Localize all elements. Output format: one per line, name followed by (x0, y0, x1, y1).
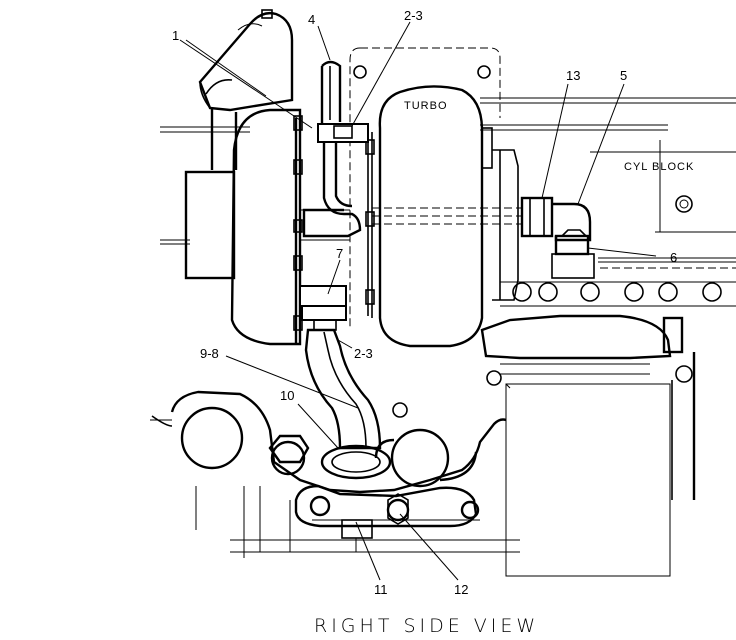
callout-2-3-mid: 2-3 (354, 346, 373, 361)
callout-leaders (179, 21, 657, 581)
callout-10: 10 (280, 388, 294, 403)
exhaust-elbow (198, 9, 294, 170)
oil-drain-tube (299, 285, 392, 480)
callout-1: 1 (172, 28, 179, 43)
callout-9-8: 9-8 (200, 346, 219, 361)
engine-block-lines (160, 97, 736, 269)
callout-11: 11 (374, 582, 388, 597)
bottom-mounting-flange (294, 484, 480, 552)
exhaust-manifold-lower (480, 314, 696, 577)
callout-7: 7 (336, 246, 343, 261)
turbo-label: TURBO (404, 100, 448, 112)
block-bolt-row (500, 281, 736, 307)
callout-4: 4 (308, 12, 315, 27)
turbo-mounting-plate (349, 47, 501, 330)
cyl-block-label: CYL BLOCK (624, 161, 694, 173)
plate-bolts (353, 65, 693, 418)
callout-2-3-top: 2-3 (404, 8, 423, 23)
oil-supply-tube (302, 60, 369, 238)
callout-13: 13 (566, 68, 580, 83)
flywheel-housing-lower (150, 390, 520, 558)
callout-12: 12 (454, 582, 468, 597)
oil-line-fitting (372, 196, 595, 279)
callout-5: 5 (620, 68, 627, 83)
callout-6: 6 (670, 250, 677, 265)
view-title: RIGHT SIDE VIEW (314, 615, 539, 637)
turbo-turbine-body (365, 85, 519, 348)
